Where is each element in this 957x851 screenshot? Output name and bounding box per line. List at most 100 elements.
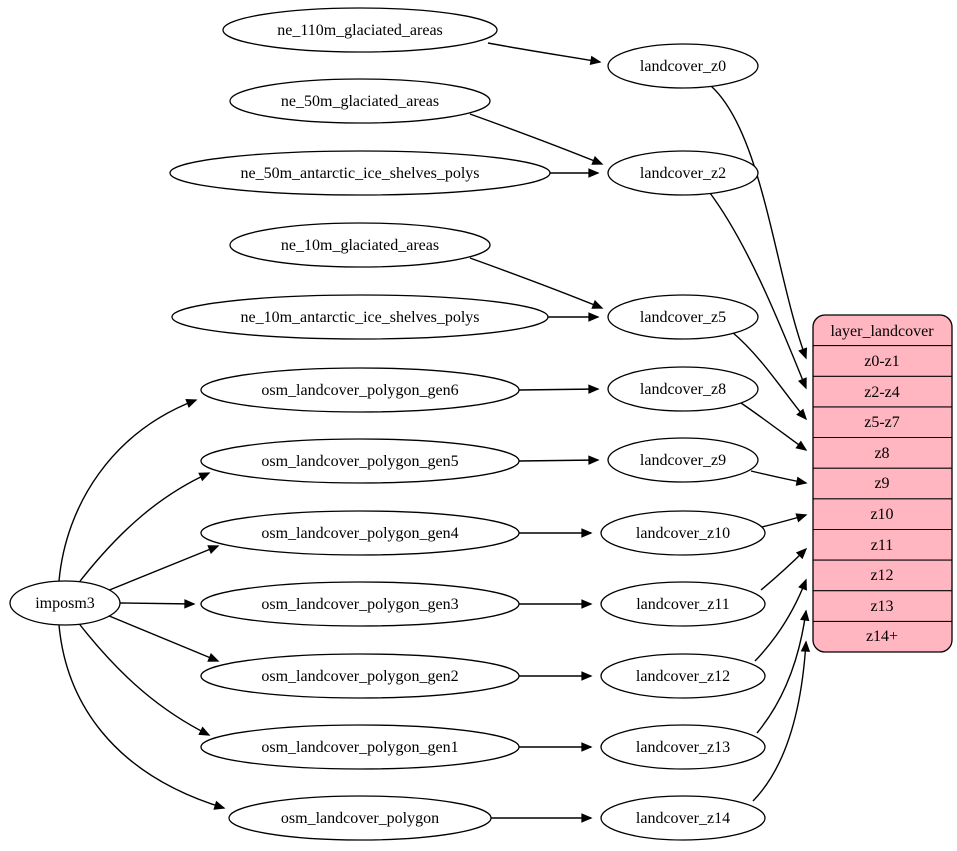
edge-imposm3-osm_landcover_polygon_gen3 [119,599,196,609]
edge-ne_10m_glaciated_areas-landcover_z5 [469,257,604,309]
node-label: landcover_z9 [640,452,726,469]
node-label: landcover_z12 [636,668,730,685]
edge-landcover_z2-row-z2-z4 [709,192,807,390]
node-ellipse [600,581,766,627]
record-row-z10: z10 [870,506,893,523]
edge-landcover_z0-row-z0-z1 [710,85,808,360]
node-label: osm_landcover_polygon_gen4 [261,525,458,542]
node-label: landcover_z5 [640,309,726,326]
source-nodes-layer: ne_110m_glaciated_areas ne_50m_glaciated… [169,7,551,841]
node-label: imposm3 [35,595,95,612]
node-ellipse [600,510,766,556]
node-ne_50m_glaciated_areas: ne_50m_glaciated_areas [229,78,491,124]
node-label: osm_landcover_polygon_gen6 [261,382,458,399]
node-osm_landcover_polygon_gen6: osm_landcover_polygon_gen6 [200,367,520,413]
node-label: ne_110m_glaciated_areas [277,22,443,39]
node-ellipse [200,510,520,556]
record-row-z11: z11 [871,537,894,554]
node-label: osm_landcover_polygon_gen3 [261,596,458,613]
node-ne_110m_glaciated_areas: ne_110m_glaciated_areas [222,7,498,53]
edge-imposm3-osm_landcover_polygon_gen5 [76,472,211,586]
node-ellipse [171,294,549,340]
edge-landcover_z12-row-z12 [754,578,807,662]
node-label: landcover_z8 [640,381,726,398]
edge-landcover_z14-row-z14 [752,640,811,802]
edge-ne_50m_glaciated_areas-landcover_z2 [469,113,604,165]
record-row-z9: z9 [874,475,889,492]
record-title: layer_landcover [830,323,934,340]
node-ne_50m_antarctic_ice_shelves_polys: ne_50m_antarctic_ice_shelves_polys [169,150,551,196]
node-ellipse [607,366,759,412]
edge-landcover_z11-row-z11 [760,547,808,591]
node-label: landcover_z14 [636,810,730,827]
node-label: osm_landcover_polygon [281,810,439,827]
node-landcover_z2: landcover_z2 [607,150,759,196]
node-ellipse [200,581,520,627]
node-landcover_z9: landcover_z9 [607,437,759,483]
node-osm_landcover_polygon: osm_landcover_polygon [228,795,492,841]
edge-osm_landcover_polygon_gen6-landcover_z8 [518,384,600,394]
node-label: landcover_z2 [640,165,726,182]
node-landcover_z10: landcover_z10 [600,510,766,556]
edge-landcover_z13-row-z13 [756,609,810,734]
edge-landcover_z9-row-z9 [750,470,808,486]
node-ne_10m_antarctic_ice_shelves_polys: ne_10m_antarctic_ice_shelves_polys [171,294,549,340]
node-ellipse [607,43,759,89]
node-label: ne_50m_antarctic_ice_shelves_polys [240,165,479,182]
node-landcover_z0: landcover_z0 [607,43,759,89]
node-landcover_z5: landcover_z5 [607,294,759,340]
node-osm_landcover_polygon_gen2: osm_landcover_polygon_gen2 [200,653,520,699]
node-ellipse [200,653,520,699]
record-row-z12: z12 [870,567,893,584]
edge-osm_landcover_polygon_gen5-landcover_z9 [518,455,600,465]
node-ellipse [200,724,520,770]
node-ellipse [229,78,491,124]
node-label: osm_landcover_polygon_gen1 [261,739,458,756]
node-landcover_z12: landcover_z12 [600,653,766,699]
edge-landcover_z5-row-z5-z7 [731,331,808,421]
node-landcover_z8: landcover_z8 [607,366,759,412]
edge-landcover_z8-row-z8 [740,402,808,451]
node-label: landcover_z11 [636,596,730,613]
node-ellipse [229,222,491,268]
node-ellipse [222,7,498,53]
node-landcover_z14: landcover_z14 [600,795,766,841]
node-label: osm_landcover_polygon_gen2 [261,668,458,685]
edge-ne_110m_glaciated_areas-landcover_z0 [487,42,602,66]
edge-imposm3-osm_landcover_polygon_gen4 [101,545,220,594]
edge-imposm3-osm_landcover_polygon_gen1 [76,620,211,736]
record-row-z5-z7: z5-z7 [864,414,900,431]
node-label: ne_10m_antarctic_ice_shelves_polys [240,309,479,326]
edge-imposm3-osm_landcover_polygon [58,624,226,810]
node-label: landcover_z0 [640,58,726,75]
record-row-z13: z13 [870,598,893,615]
edge-imposm3-osm_landcover_polygon_gen2 [101,612,220,662]
node-ellipse [228,795,492,841]
node-osm_landcover_polygon_gen3: osm_landcover_polygon_gen3 [200,581,520,627]
node-imposm3: imposm3 [9,580,121,626]
edge-imposm3-osm_landcover_polygon_gen6 [58,399,198,582]
node-osm_landcover_polygon_gen5: osm_landcover_polygon_gen5 [200,438,520,484]
edges-layer [58,42,811,823]
node-ellipse [600,724,766,770]
edge-landcover_z10-row-z10 [761,513,808,528]
node-ellipse [607,437,759,483]
node-ellipse [200,438,520,484]
record-row-z0-z1: z0-z1 [864,353,900,370]
node-label: ne_10m_glaciated_areas [281,237,439,254]
node-landcover_z11: landcover_z11 [600,581,766,627]
intermediate-nodes-layer: landcover_z0 landcover_z2 landcover_z5 l… [600,43,766,841]
node-ellipse [600,795,766,841]
record-row-z8: z8 [874,445,889,462]
record-row-z2-z4: z2-z4 [864,384,900,401]
node-label: landcover_z10 [636,525,730,542]
node-ellipse [600,653,766,699]
node-ellipse [9,580,121,626]
node-label: landcover_z13 [636,739,730,756]
node-ellipse [200,367,520,413]
record-row-z14plus: z14+ [866,628,898,645]
node-label: osm_landcover_polygon_gen5 [261,453,458,470]
node-label: ne_50m_glaciated_areas [281,93,439,110]
node-landcover_z13: landcover_z13 [600,724,766,770]
